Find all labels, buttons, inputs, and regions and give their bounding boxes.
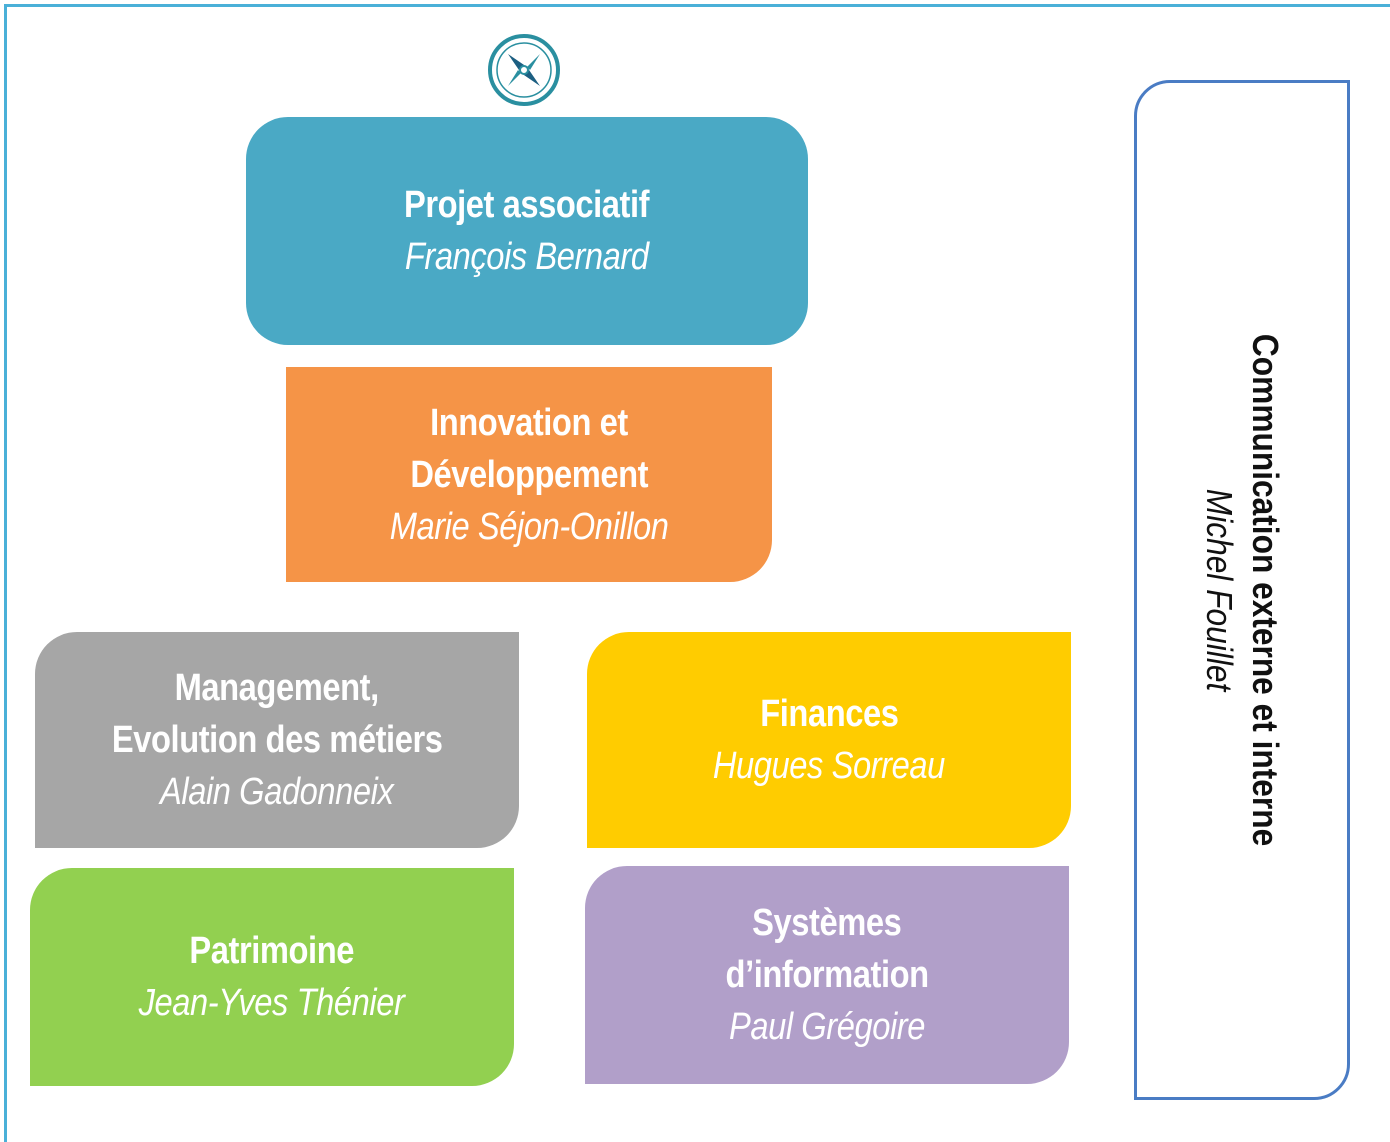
block-title-line2: Développement: [410, 453, 648, 496]
block-title: Communication externe et interne: [1245, 333, 1286, 847]
communication-block: Communication externe et interne Michel …: [1134, 80, 1350, 1100]
block-person: François Bernard: [405, 236, 649, 278]
block-title-line1: Innovation et: [430, 401, 628, 444]
management-block: Management, Evolution des métiers Alain …: [35, 632, 519, 848]
block-title-line1: Management,: [174, 667, 380, 709]
block-person: Michel Fouillet: [1199, 488, 1240, 692]
compass-icon: [488, 34, 560, 106]
innovation-block: Innovation et Développement Marie Séjon-…: [286, 367, 772, 582]
projet-associatif-block: Projet associatif François Bernard: [246, 117, 808, 345]
block-person: Marie Séjon-Onillon: [389, 505, 669, 548]
patrimoine-block: Patrimoine Jean-Yves Thénier: [30, 868, 514, 1086]
block-title-line2: d’information: [725, 954, 929, 996]
block-person: Jean-Yves Thénier: [139, 982, 405, 1024]
block-person: Hugues Sorreau: [713, 745, 945, 787]
block-title: Finances: [759, 693, 899, 735]
systemes-information-block: Systèmes d’information Paul Grégoire: [585, 866, 1069, 1084]
diagram-frame: [4, 4, 1390, 1142]
block-title-line2: Evolution des métiers: [111, 719, 443, 761]
block-person: Paul Grégoire: [728, 1006, 926, 1048]
finances-block: Finances Hugues Sorreau: [587, 632, 1071, 848]
block-title-line1: Systèmes: [752, 902, 902, 944]
communication-text: Communication externe et interne Michel …: [1196, 210, 1288, 970]
block-person: Alain Gadonneix: [160, 771, 394, 813]
block-title: Patrimoine: [189, 930, 355, 972]
block-title: Projet associatif: [404, 184, 650, 226]
